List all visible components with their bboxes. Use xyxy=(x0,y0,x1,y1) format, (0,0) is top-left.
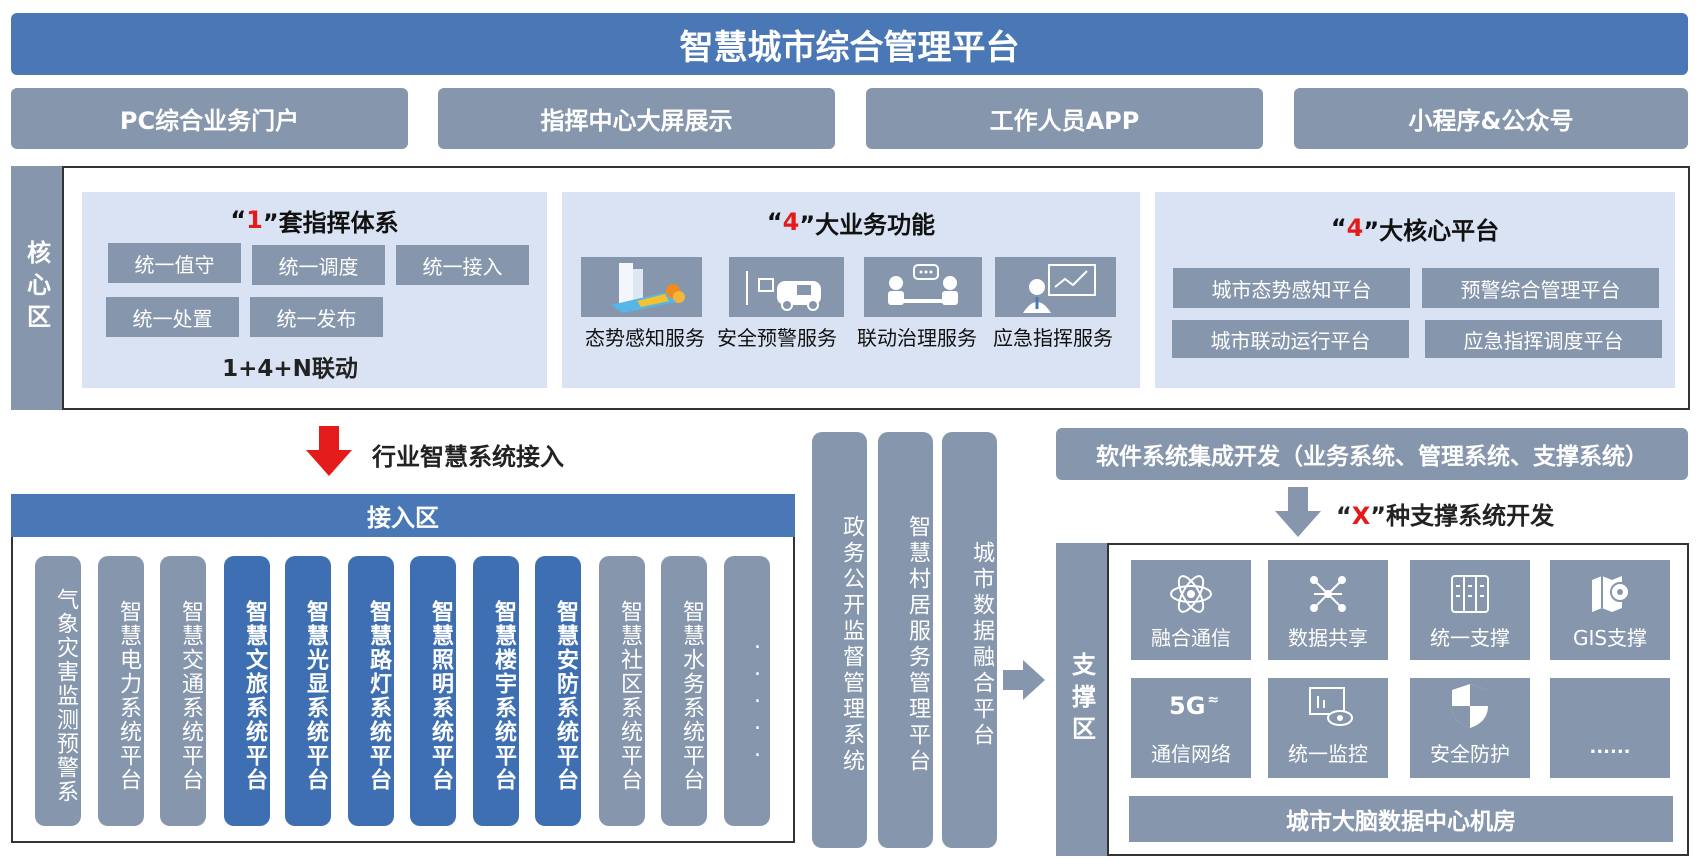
network-icon xyxy=(1310,576,1346,612)
access-system-5[interactable]: 智慧路灯系统平台 xyxy=(348,556,394,826)
platform-situation-awareness[interactable]: 城市态势感知平台 xyxy=(1173,268,1410,308)
tile-security-protection[interactable]: 安全防护 xyxy=(1410,678,1530,778)
command-system-number: 1 xyxy=(246,206,263,234)
map-pin-icon xyxy=(1592,576,1630,612)
emergency-command-label: 应急指挥服务 xyxy=(993,326,1113,350)
more-icon: ...... xyxy=(1589,737,1631,758)
situation-awareness-icon xyxy=(581,257,702,317)
software-integration-banner: 软件系统集成开发（业务系统、管理系统、支撑系统） xyxy=(1056,428,1688,480)
chip-unified-release[interactable]: 统一发布 xyxy=(250,297,383,337)
village-service-platform[interactable]: 智慧村居服务管理平台 xyxy=(878,432,933,848)
platform-linkage-operation[interactable]: 城市联动运行平台 xyxy=(1172,320,1409,358)
tile-gis-support[interactable]: GIS支撑 xyxy=(1550,560,1670,660)
down-arrow-icon xyxy=(306,426,352,476)
command-system-title: “1”套指挥体系 xyxy=(230,206,399,237)
support-dev-x: X xyxy=(1351,502,1371,530)
server-icon xyxy=(1451,575,1489,613)
safety-warning-icon xyxy=(729,257,844,317)
data-center-footer: 城市大脑数据中心机房 xyxy=(1129,796,1673,842)
access-system-10[interactable]: 智慧水务系统平台 xyxy=(661,556,707,826)
gov-disclosure-system[interactable]: 政务公开监督管理系统 xyxy=(812,432,867,848)
tile-unified-support[interactable]: 统一支撑 xyxy=(1410,560,1530,660)
safety-warning-label: 安全预警服务 xyxy=(717,326,837,350)
access-system-2[interactable]: 智慧交通系统平台 xyxy=(160,556,206,826)
city-data-fusion-platform[interactable]: 城市数据融合平台 xyxy=(942,432,997,848)
emergency-command-icon xyxy=(995,257,1116,317)
platform-warning-management[interactable]: 预警综合管理平台 xyxy=(1422,268,1659,308)
support-zone-frame xyxy=(1107,543,1689,856)
chip-unified-disposal[interactable]: 统一处置 xyxy=(106,297,239,337)
tile-more[interactable]: ...... xyxy=(1550,678,1670,778)
industry-access-label: 行业智慧系统接入 xyxy=(372,443,564,471)
business-functions-number: 4 xyxy=(782,208,800,236)
atom-icon xyxy=(1170,575,1212,613)
access-system-11[interactable]: ..... xyxy=(724,556,770,826)
tile-fusion-communication[interactable]: 融合通信 xyxy=(1131,560,1251,660)
portal-command-screen[interactable]: 指挥中心大屏展示 xyxy=(438,88,835,149)
access-system-4[interactable]: 智慧光显系统平台 xyxy=(285,556,331,826)
tile-label: 数据共享 xyxy=(1288,625,1368,650)
tile-data-sharing[interactable]: 数据共享 xyxy=(1268,560,1388,660)
shield-icon xyxy=(1452,684,1488,728)
portal-mini-program[interactable]: 小程序&公众号 xyxy=(1294,88,1688,149)
chip-unified-dispatch[interactable]: 统一调度 xyxy=(252,245,385,285)
access-system-6[interactable]: 智慧照明系统平台 xyxy=(410,556,456,826)
linkage-governance-icon xyxy=(864,257,982,317)
support-dev-label: “X”种支撑系统开发 xyxy=(1336,502,1555,530)
tile-unified-monitoring[interactable]: 统一监控 xyxy=(1268,678,1388,778)
access-system-3[interactable]: 智慧文旅系统平台 xyxy=(224,556,270,826)
tile-label: 通信网络 xyxy=(1151,741,1231,766)
access-system-9[interactable]: 智慧社区系统平台 xyxy=(599,556,645,826)
access-system-1[interactable]: 智慧电力系统平台 xyxy=(98,556,144,826)
command-system-panel xyxy=(82,192,547,388)
tile-label: GIS支撑 xyxy=(1572,625,1648,650)
tile-label: 统一支撑 xyxy=(1430,625,1510,650)
chip-unified-duty[interactable]: 统一值守 xyxy=(108,243,241,283)
access-zone-header: 接入区 xyxy=(11,494,795,537)
linkage-label: 1+4+N联动 xyxy=(222,356,358,382)
core-platforms-title: “4”大核心平台 xyxy=(1330,214,1500,245)
linkage-governance-label: 联动治理服务 xyxy=(857,326,977,350)
5g-icon: 5G≈ xyxy=(1169,692,1220,720)
access-system-8[interactable]: 智慧安防系统平台 xyxy=(535,556,581,826)
core-platforms-number: 4 xyxy=(1346,214,1364,242)
portal-pc[interactable]: PC综合业务门户 xyxy=(11,88,408,149)
access-system-0[interactable]: 气象灾害监测预警系 xyxy=(35,556,81,826)
page-title: 智慧城市综合管理平台 xyxy=(11,13,1688,75)
platform-emergency-dispatch[interactable]: 应急指挥调度平台 xyxy=(1425,320,1662,358)
right-arrow-icon xyxy=(1003,660,1045,700)
tile-communication-network[interactable]: 5G≈ 通信网络 xyxy=(1131,678,1251,778)
situation-awareness-label: 态势感知服务 xyxy=(585,326,705,350)
access-zone-frame xyxy=(11,537,795,843)
monitor-eye-icon xyxy=(1309,687,1353,726)
portal-staff-app[interactable]: 工作人员APP xyxy=(866,88,1263,149)
tile-label: 融合通信 xyxy=(1151,625,1231,650)
business-functions-title: “4”大业务功能 xyxy=(766,208,936,239)
down-gray-arrow-icon xyxy=(1275,487,1321,537)
tile-label: 安全防护 xyxy=(1430,741,1510,766)
core-zone-label: 核心区 xyxy=(11,166,63,410)
access-system-7[interactable]: 智慧楼宇系统平台 xyxy=(473,556,519,826)
chip-unified-access[interactable]: 统一接入 xyxy=(396,245,529,285)
tile-label: 统一监控 xyxy=(1288,741,1368,766)
support-zone-label: 支撑区 xyxy=(1056,543,1108,856)
